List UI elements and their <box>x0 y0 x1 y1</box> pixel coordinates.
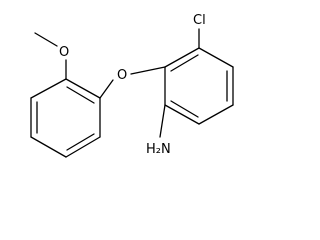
bond-c4-c5 <box>164 104 200 125</box>
ether-oxygen-label: O <box>117 68 127 83</box>
bond-o-c7 <box>99 79 114 99</box>
amine-label: H₂N <box>146 142 171 157</box>
bond-c11-c12-inner <box>66 133 95 151</box>
bond-c8-c9 <box>30 78 67 99</box>
bond-c4-c5-inner <box>170 100 199 118</box>
bond-c6-c1 <box>164 47 200 68</box>
bond-c11-c12 <box>65 136 101 158</box>
bond-c3-c4 <box>198 104 234 125</box>
bond-c6-c1-inner <box>170 54 199 72</box>
molecule-svg: Cl O O H₂N <box>30 13 234 158</box>
bond-ome-o-ch3 <box>34 32 58 47</box>
methoxyphenyl-ring <box>30 78 114 158</box>
bond-c6-o <box>130 66 166 75</box>
bond-c7-c8 <box>65 78 101 99</box>
bond-c10-c11 <box>30 136 67 158</box>
bond-c7-c8-inner <box>66 86 95 104</box>
aniline-ring <box>164 47 234 125</box>
chlorine-label: Cl <box>193 13 206 28</box>
bond-c5-n <box>159 104 166 138</box>
methoxy-oxygen-label: O <box>59 45 69 60</box>
bond-c1-c2 <box>198 47 234 68</box>
structure-diagram: Cl O O H₂N <box>30 13 234 158</box>
